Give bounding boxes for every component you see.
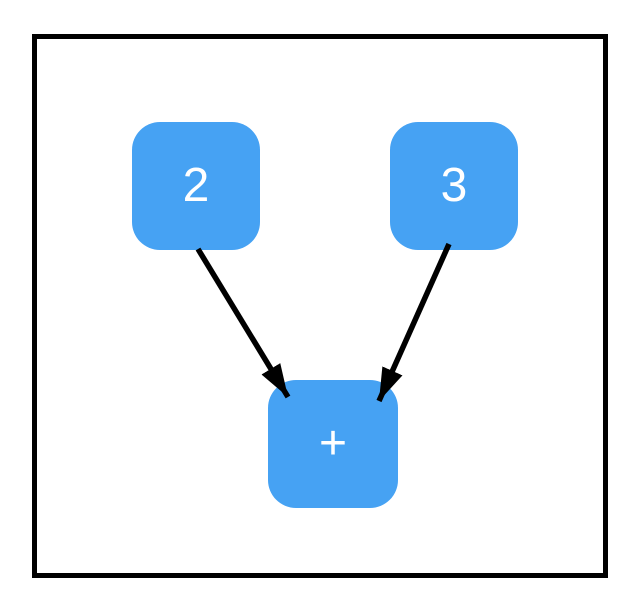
node-operand-3-label: 3: [440, 159, 468, 212]
node-operand-3: 3: [390, 122, 518, 250]
node-operator-plus: +: [268, 380, 398, 508]
node-operator-plus-label: +: [318, 417, 348, 470]
diagram-frame: [32, 34, 608, 578]
node-operand-2: 2: [132, 122, 260, 250]
node-operand-2-label: 2: [182, 159, 210, 212]
